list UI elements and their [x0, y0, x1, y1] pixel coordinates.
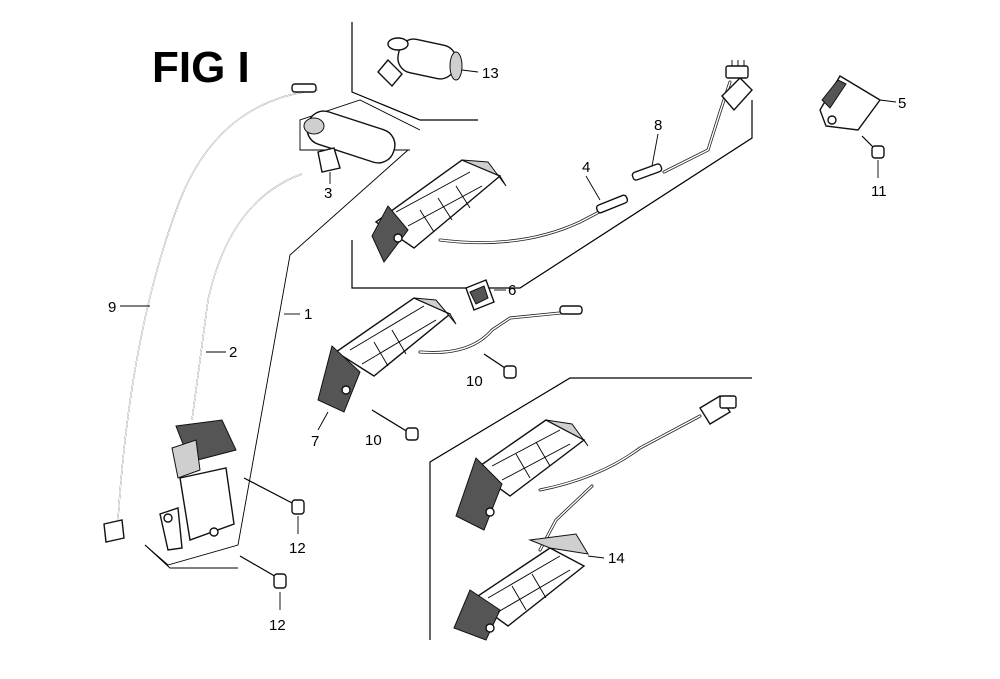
connector-8	[631, 163, 663, 181]
terminal-7	[559, 305, 583, 315]
callout-14: 14	[608, 550, 625, 567]
ignition-module-1	[159, 419, 237, 551]
callout-11: 11	[871, 183, 887, 200]
bolt-11	[861, 135, 885, 159]
callout-12-lower: 12	[269, 617, 286, 634]
callout-3: 3	[324, 185, 332, 202]
callout-2: 2	[229, 344, 237, 361]
callout-7: 7	[311, 433, 319, 450]
group-frame-14	[429, 377, 752, 640]
figure-title: FIG I	[152, 43, 250, 92]
bolt-10-lower	[371, 409, 419, 441]
callout-10-lower: 10	[365, 432, 382, 449]
callout-9: 9	[108, 299, 116, 316]
connector-4	[595, 194, 629, 214]
callout-13: 13	[482, 65, 499, 82]
callout-8: 8	[654, 117, 662, 134]
group-frame-1	[144, 149, 409, 566]
callout-6: 6	[508, 282, 516, 299]
bolt-10-upper	[483, 353, 517, 379]
bolt-12-upper	[243, 477, 305, 515]
group-frame-13	[351, 22, 478, 121]
callout-4: 4	[582, 159, 590, 176]
callout-5: 5	[898, 95, 906, 112]
callout-1: 1	[304, 306, 312, 323]
ignition-coil-14-lower	[453, 533, 589, 641]
ignition-coil-7	[317, 297, 457, 413]
ignition-coil-upper	[371, 159, 507, 263]
cable-9	[103, 83, 319, 543]
callout-12-upper: 12	[289, 540, 306, 557]
plug-cap-13	[377, 37, 463, 88]
clip-6	[465, 279, 495, 311]
harness-plug	[721, 60, 753, 112]
cap-3	[303, 110, 396, 173]
ignition-coil-14-upper	[455, 419, 589, 531]
bracket-5	[819, 75, 882, 131]
plug-14	[699, 395, 737, 425]
bolt-12-lower	[239, 555, 287, 589]
group-frame-4-8	[351, 100, 753, 289]
group-frame-1-bottom	[144, 544, 238, 569]
callout-10-upper: 10	[466, 373, 483, 390]
cable-2	[191, 173, 303, 421]
